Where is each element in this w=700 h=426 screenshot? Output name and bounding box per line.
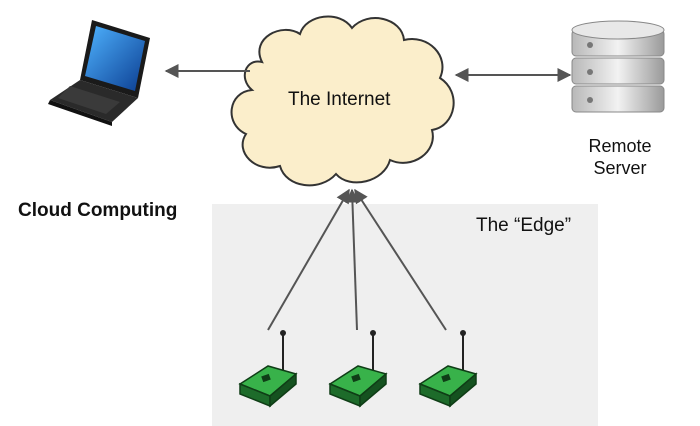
laptop-icon — [48, 20, 150, 126]
internet-label: The Internet — [288, 89, 391, 110]
edge-label: The “Edge” — [476, 215, 572, 236]
arrow-sensor-2 — [345, 188, 360, 331]
sensor-icon — [238, 330, 298, 408]
server-label-line2: Server — [593, 158, 647, 178]
server-icon — [571, 20, 665, 113]
server-label-line1: Remote — [588, 136, 652, 156]
sensor-icon — [418, 330, 478, 408]
sensor-icon — [328, 330, 388, 408]
server-label: Remote Server — [580, 135, 660, 179]
arrow-sensor-3 — [354, 188, 447, 331]
internet-cloud — [230, 15, 455, 187]
arrow-sensor-1 — [267, 188, 350, 331]
diagram-title: Cloud Computing — [18, 200, 178, 221]
